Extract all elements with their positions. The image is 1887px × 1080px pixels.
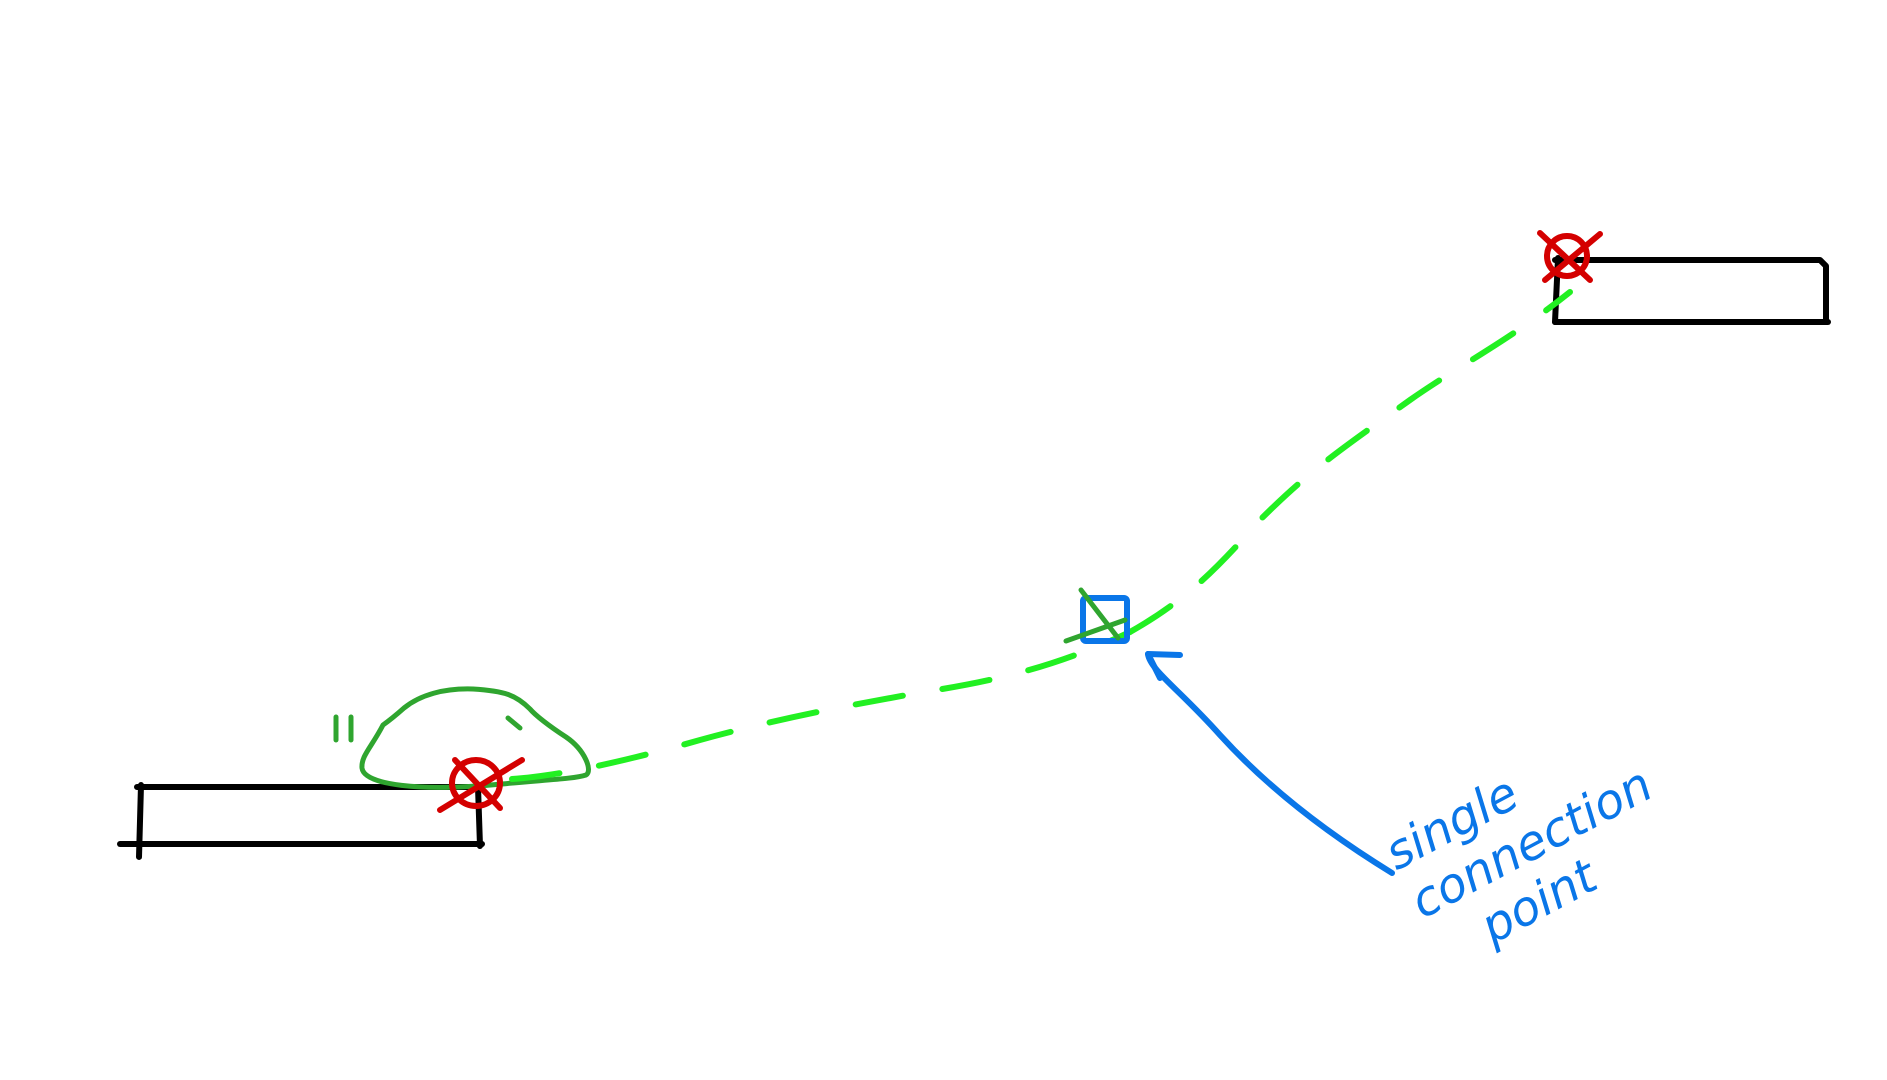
dashed-path-left bbox=[509, 629, 1133, 782]
connection-point-marker bbox=[1063, 587, 1130, 644]
curved-arrow-icon bbox=[1145, 651, 1395, 876]
slime-character-icon bbox=[333, 686, 591, 790]
endpoint-marker-left bbox=[437, 757, 525, 813]
endpoint-marker-right bbox=[1537, 230, 1603, 283]
annotation-label: single connection point bbox=[1376, 756, 1662, 955]
dashed-path-right bbox=[1127, 289, 1573, 635]
left-platform bbox=[117, 782, 485, 860]
right-platform bbox=[1552, 255, 1831, 325]
